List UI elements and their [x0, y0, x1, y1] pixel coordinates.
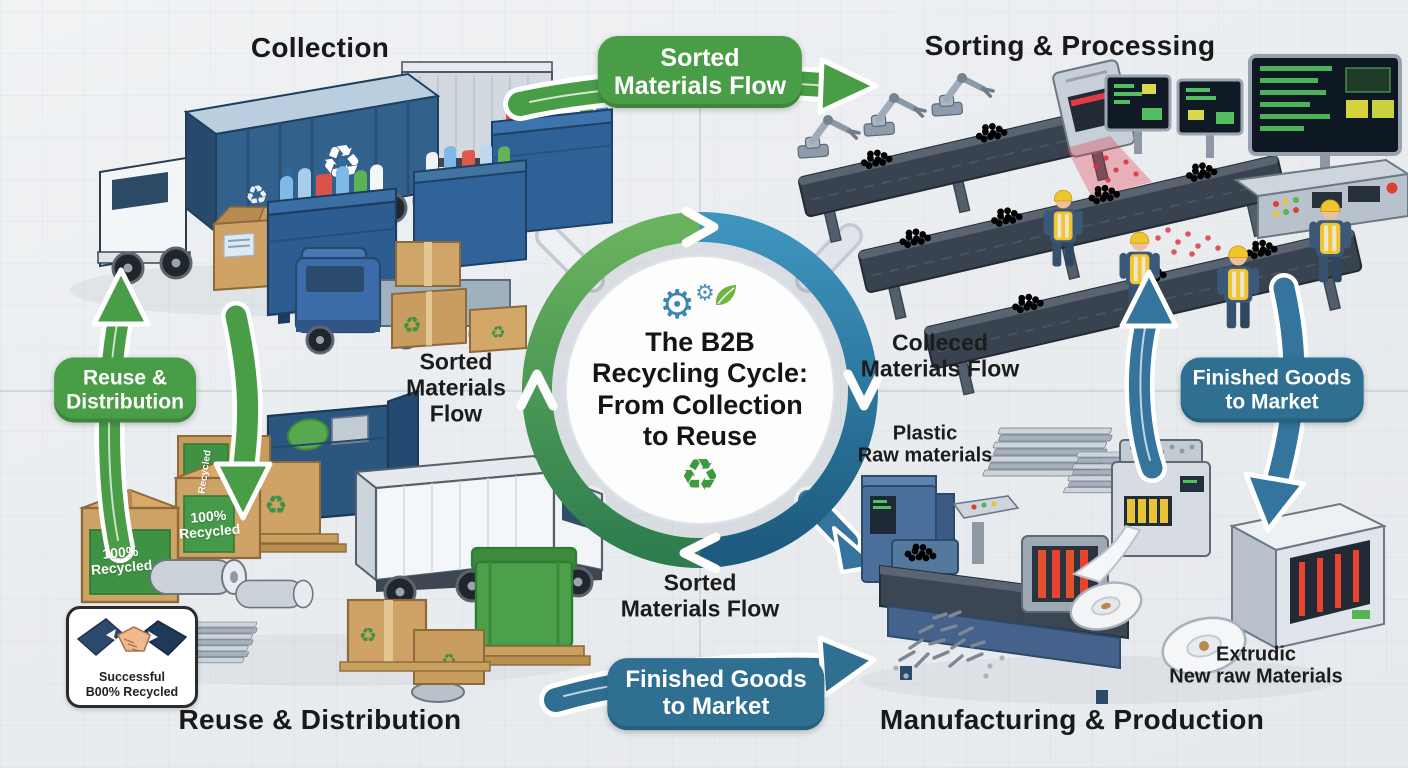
wrapped-rolls: [149, 559, 314, 609]
film-roll-small: [1069, 581, 1143, 631]
center-title: The B2B Recycling Cycle: From Collection…: [591, 326, 809, 451]
pedestal-console: [952, 495, 1020, 564]
banner-sorted-materials-flow-top: Sorted Materials Flow: [597, 36, 803, 108]
label-sorted-materials-flow-bottom: Sorted Materials Flow: [620, 569, 780, 621]
recycle-icon: ♻: [359, 623, 377, 647]
title-sorting-processing: Sorting & Processing: [924, 30, 1216, 61]
control-station: [1248, 54, 1402, 170]
dumpster-blue-b: [413, 144, 527, 273]
ring-direction-chevrons: [516, 206, 885, 574]
recycle-icon: ♻: [264, 491, 287, 521]
production-conveyor: [879, 539, 1129, 704]
outgoing-cartons: ♻ ♻: [339, 598, 491, 685]
recycle-boxes: ♻ ♻: [391, 287, 527, 354]
banner-finished-goods-right: Finished Goods to Market: [1180, 357, 1364, 423]
box-label-100-recycled-1: 100% Recycled: [90, 542, 153, 578]
plastic-film: [1071, 524, 1142, 584]
banner-reuse-distribution-left: Reuse & Distribution: [54, 357, 196, 423]
laser-speckles: [1093, 155, 1139, 183]
label-sorted-materials-flow-left: Sorted Materials Flow: [406, 348, 506, 426]
label-plastic-raw-materials: Plastic Raw materials: [857, 422, 993, 467]
sorting-illustration: [796, 54, 1408, 396]
recycle-icon: ♻: [490, 323, 505, 344]
label-extruded-new-raw-materials: Extrudic New raw Materials: [1169, 643, 1343, 688]
center-title-block: ⚙⚙ The B2B Recycling Cycle: From Collect…: [578, 282, 822, 498]
plastic-shred-pile: [893, 610, 1005, 679]
scanner-portal: [1052, 59, 1136, 158]
conveyor-1: [797, 103, 1129, 243]
box-label-100-recycled-2: 100% Recycled: [178, 506, 241, 542]
laser-beam: [1066, 136, 1152, 198]
film-roll-large: [1161, 616, 1247, 676]
recycle-icon: ♻: [680, 450, 720, 502]
label-collected-materials-flow: Colleced Materials Flow: [860, 329, 1020, 381]
thermal-oven-machine: [1229, 502, 1387, 650]
gear-icon: ⚙: [659, 281, 696, 328]
recycle-icon: ♻: [402, 313, 422, 339]
center-ring: [516, 206, 885, 574]
gear-icon: ⚙: [695, 280, 715, 306]
twin-monitors: [1104, 74, 1244, 158]
handshake-badge: Successful B00% Recycled: [66, 606, 198, 708]
red-material-spray: [1155, 227, 1221, 257]
title-collection: Collection: [250, 32, 390, 63]
title-reuse-distribution: Reuse & Distribution: [178, 704, 462, 735]
green-crate: [465, 546, 591, 666]
leaf-icon: [711, 282, 741, 315]
center-icons: ⚙⚙: [578, 282, 822, 325]
handshake-icon: [76, 618, 188, 656]
banner-finished-goods-bottom: Finished Goods to Market: [607, 658, 825, 730]
title-manufacturing-production: Manufacturing & Production: [879, 704, 1265, 735]
collection-illustration: ♻ ♻: [70, 61, 613, 355]
